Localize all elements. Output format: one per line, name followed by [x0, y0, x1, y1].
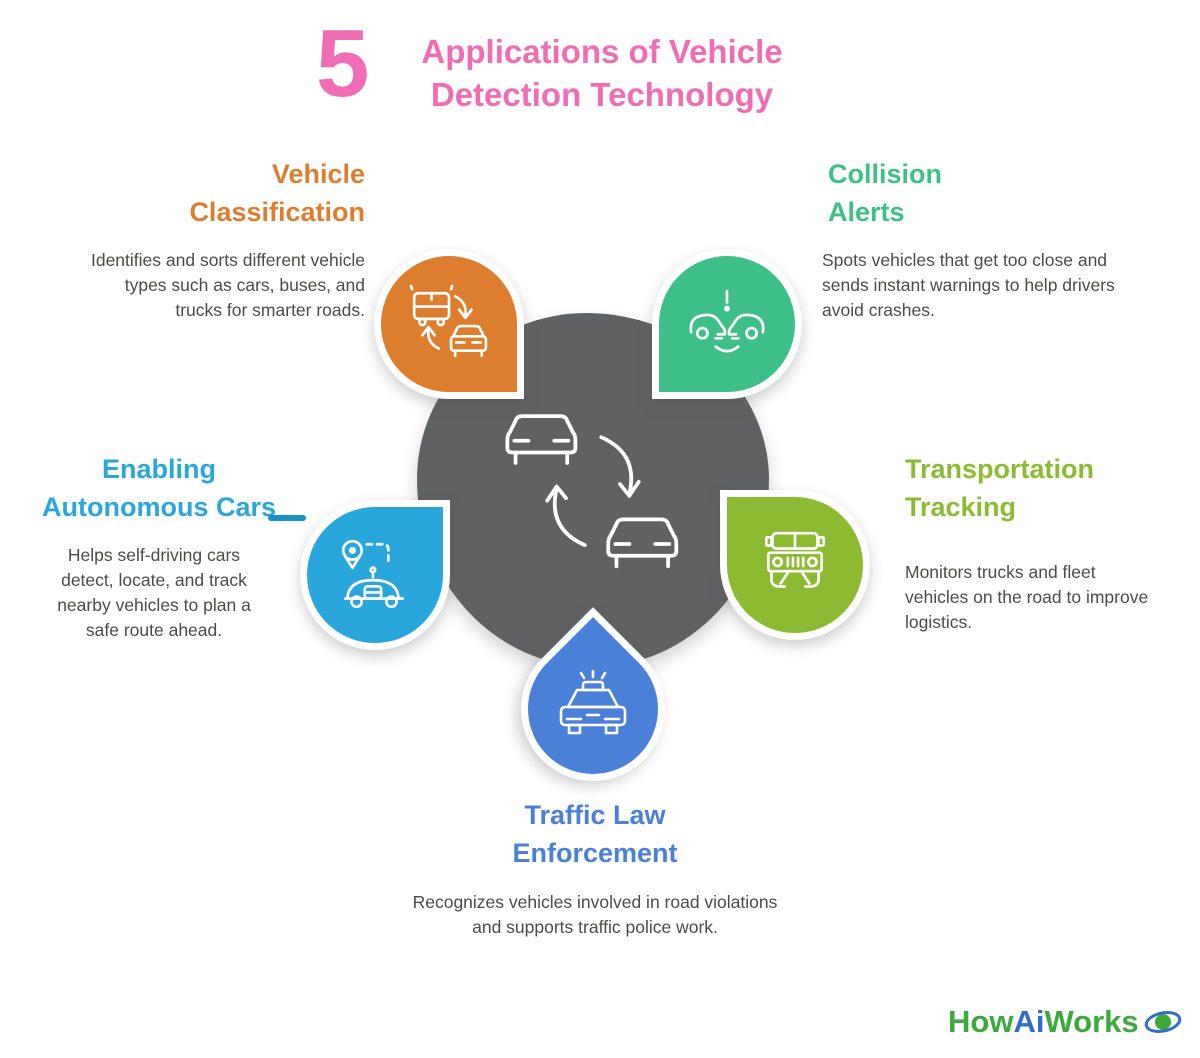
enforcement-description: Recognizes vehicles involved in road vio… — [412, 892, 778, 937]
classification-description: Identifies and sorts different vehicle t… — [90, 250, 365, 320]
collision-heading-line2: Alerts — [828, 197, 905, 227]
collision-petal — [652, 249, 802, 399]
title-number: 5 — [316, 10, 370, 117]
classification-heading-line2: Classification — [189, 197, 365, 227]
collision-heading-line1: Collision — [828, 159, 942, 189]
fleet-description: Monitors trucks and fleet vehicles on th… — [905, 562, 1149, 632]
brand-logo-part3: Works — [1044, 1004, 1139, 1039]
truck-front-icon — [754, 524, 836, 606]
enforcement-heading-line1: Traffic Law — [524, 800, 666, 830]
autonomous-description: Helps self-driving cars detect, locate, … — [57, 545, 251, 640]
classification-heading-line1: Vehicle — [271, 159, 365, 189]
brand-logo-orbit-icon — [1143, 1006, 1183, 1038]
classification-heading: Vehicle Classification — [30, 155, 365, 231]
vehicle-cycle-icon — [488, 402, 698, 578]
fleet-heading: Transportation Tracking — [905, 450, 1185, 526]
police-car-icon — [553, 669, 633, 749]
autonomous-heading-line1: Enabling — [102, 454, 216, 484]
collision-heading: Collision Alerts — [828, 155, 1168, 231]
brand-logo-part2: Ai — [1013, 1004, 1045, 1039]
page-title-line1: Applications of Vehicle — [421, 33, 783, 70]
enforcement-petal — [491, 607, 695, 811]
page-title: Applications of Vehicle Detection Techno… — [392, 30, 812, 116]
autonomous-car-route-icon — [334, 534, 416, 616]
enforcement-heading-line2: Enforcement — [512, 838, 678, 868]
page-title-line2: Detection Technology — [430, 76, 774, 113]
fleet-heading-line2: Tracking — [905, 492, 1017, 522]
bus-car-swap-icon — [408, 283, 490, 365]
classification-petal — [374, 249, 524, 399]
cars-collision-alert-icon — [686, 283, 768, 365]
autonomous-heading-line2: Autonomous Cars — [41, 492, 276, 522]
collision-description: Spots vehicles that get too close and se… — [822, 250, 1115, 320]
enforcement-heading: Traffic Law Enforcement — [440, 796, 750, 872]
brand-logo-part1: How — [948, 1004, 1014, 1039]
autonomous-connector-dash — [268, 515, 306, 521]
autonomous-petal — [300, 500, 450, 650]
fleet-heading-line1: Transportation — [905, 454, 1095, 484]
autonomous-heading: Enabling Autonomous Cars — [18, 450, 300, 526]
fleet-petal — [720, 490, 870, 640]
